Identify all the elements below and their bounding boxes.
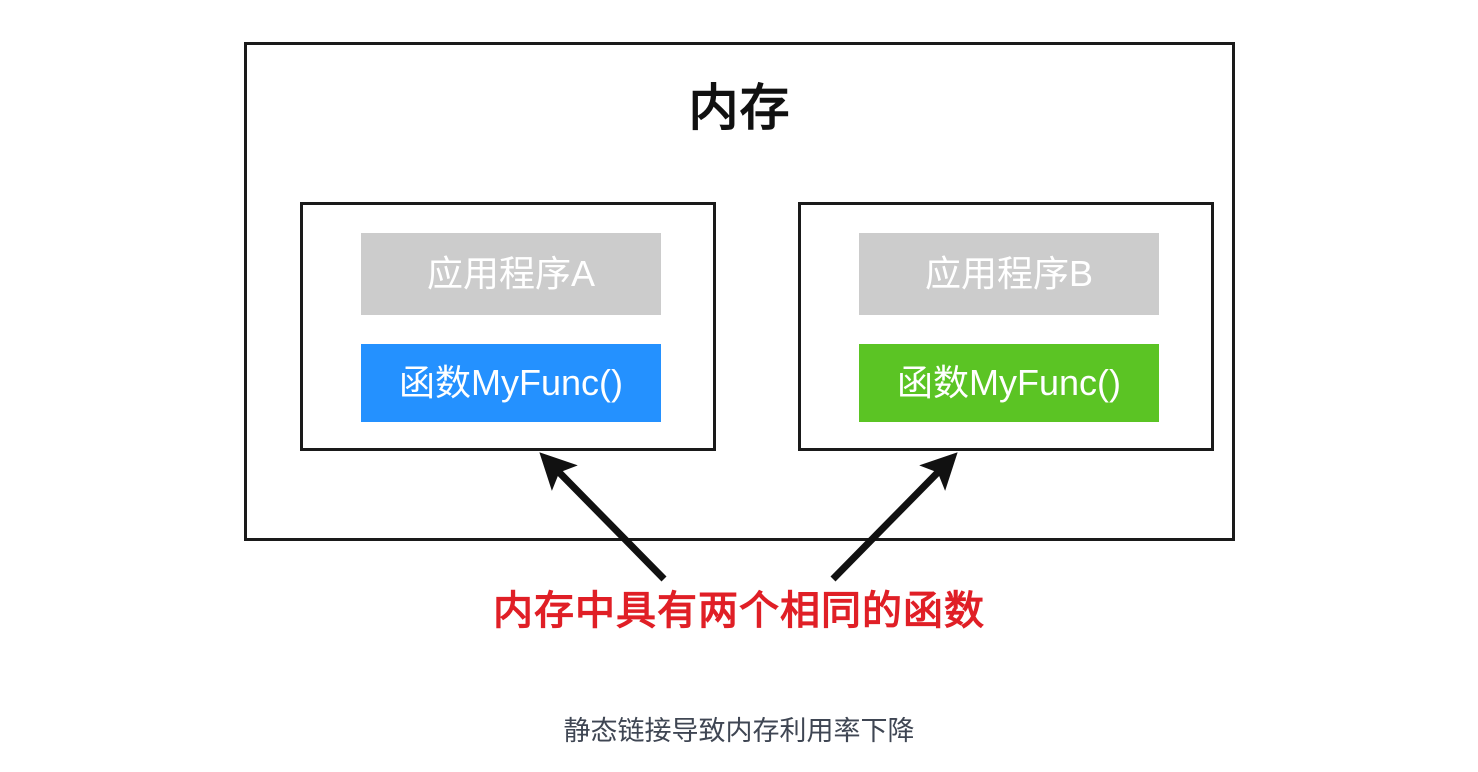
annotation-text: 内存中具有两个相同的函数 xyxy=(493,589,985,633)
app-label-b: 应用程序B xyxy=(859,233,1159,315)
app-label-a: 应用程序A xyxy=(361,233,661,315)
func-label-b: 函数MyFunc() xyxy=(859,344,1159,422)
memory-frame: 内存 应用程序A 函数MyFunc() 应用程序B 函数MyFunc() xyxy=(244,42,1235,541)
app-frame-a: 应用程序A 函数MyFunc() xyxy=(300,202,716,451)
figure-caption: 静态链接导致内存利用率下降 xyxy=(563,716,915,746)
memory-title: 内存 xyxy=(688,80,791,136)
app-frame-b: 应用程序B 函数MyFunc() xyxy=(798,202,1214,451)
func-label-a: 函数MyFunc() xyxy=(361,344,661,422)
